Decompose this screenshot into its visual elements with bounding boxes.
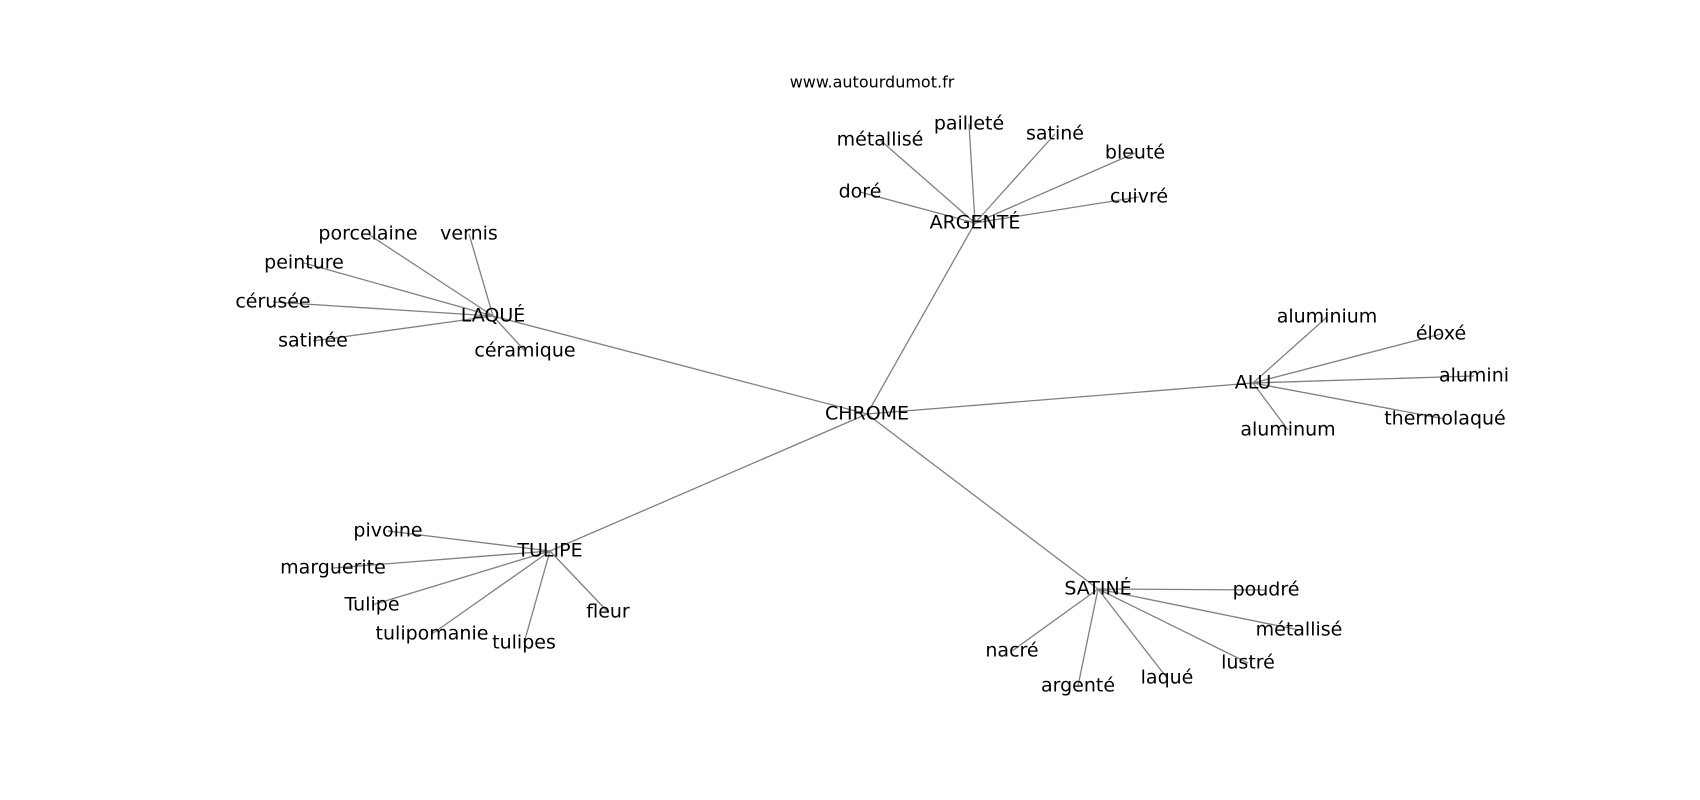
leaf-node-tulipe-1[interactable]: marguerite <box>280 557 386 579</box>
edge-laque-to-leaf-0 <box>367 233 494 317</box>
edge-satine-to-leaf-1 <box>1097 588 1300 631</box>
edge-satine-to-leaf-0 <box>1097 588 1267 591</box>
edge-laque-to-leaf-4 <box>312 315 494 342</box>
edge-center-to-satine <box>866 413 1099 590</box>
leaf-node-argente-5[interactable]: cuivré <box>1110 186 1168 208</box>
hub-node-satine[interactable]: SATINÉ <box>1064 577 1131 600</box>
edge-laque-to-leaf-1 <box>468 233 494 317</box>
leaf-node-tulipe-2[interactable]: Tulipe <box>343 594 399 616</box>
leaf-node-alu-4[interactable]: aluminum <box>1240 419 1335 441</box>
edge-center-to-argente <box>866 222 976 415</box>
source-watermark: www.autourdumot.fr <box>790 73 955 92</box>
hub-node-alu[interactable]: ALU <box>1235 372 1272 394</box>
leaf-node-argente-2[interactable]: satiné <box>1026 123 1084 145</box>
leaf-node-tulipe-0[interactable]: pivoine <box>353 520 422 542</box>
leaf-node-satine-3[interactable]: laqué <box>1141 667 1194 689</box>
edge-satine-to-leaf-3 <box>1097 588 1168 679</box>
edge-center-to-laque <box>492 315 868 415</box>
edge-laque-to-leaf-5 <box>492 315 526 352</box>
edge-tulipe-to-leaf-4 <box>523 550 551 644</box>
hub-node-laque[interactable]: LAQUÉ <box>461 304 526 327</box>
edge-satine-to-leaf-2 <box>1097 588 1249 664</box>
edge-satine-to-leaf-5 <box>1011 588 1099 652</box>
leaf-node-alu-0[interactable]: aluminium <box>1277 306 1378 328</box>
edge-center-to-alu <box>866 382 1254 415</box>
edge-argente-to-leaf-5 <box>974 196 1140 224</box>
leaf-node-satine-0[interactable]: poudré <box>1233 579 1300 601</box>
graph-edges <box>272 123 1475 687</box>
leaf-node-laque-0[interactable]: porcelaine <box>318 223 417 245</box>
edge-alu-to-leaf-3 <box>1252 382 1446 420</box>
leaf-node-argente-1[interactable]: pailleté <box>934 113 1004 135</box>
leaf-node-laque-2[interactable]: peinture <box>264 252 344 274</box>
edge-alu-to-leaf-0 <box>1252 316 1328 384</box>
hub-node-argente[interactable]: ARGENTÉ <box>930 211 1021 234</box>
leaf-node-tulipe-3[interactable]: tulipomanie <box>376 623 489 645</box>
edge-laque-to-leaf-2 <box>303 262 494 317</box>
edge-alu-to-leaf-4 <box>1252 382 1289 431</box>
leaf-node-tulipe-5[interactable]: fleur <box>586 601 630 623</box>
leaf-node-argente-3[interactable]: bleuté <box>1105 142 1165 164</box>
edge-tulipe-to-leaf-5 <box>549 550 609 613</box>
leaf-node-satine-2[interactable]: lustré <box>1221 652 1275 674</box>
hub-node-tulipe[interactable]: TULIPE <box>516 540 582 562</box>
leaf-node-alu-2[interactable]: alumini <box>1439 365 1509 387</box>
leaf-node-alu-3[interactable]: thermolaqué <box>1384 408 1506 430</box>
leaf-node-laque-1[interactable]: vernis <box>440 223 498 245</box>
leaf-node-alu-1[interactable]: éloxé <box>1416 323 1466 345</box>
edge-laque-to-leaf-3 <box>272 301 494 317</box>
leaf-node-argente-0[interactable]: métallisé <box>837 129 924 151</box>
edge-argente-to-leaf-2 <box>974 133 1056 224</box>
graph-labels: www.autourdumot.fr CHROME ARGENTÉ métalli… <box>235 73 1509 697</box>
leaf-node-tulipe-4[interactable]: tulipes <box>492 632 556 654</box>
leaf-node-satine-1[interactable]: métallisé <box>1256 619 1343 641</box>
leaf-node-argente-4[interactable]: doré <box>839 181 882 203</box>
leaf-node-laque-3[interactable]: cérusée <box>235 291 310 313</box>
edge-tulipe-to-leaf-2 <box>371 550 551 606</box>
edge-argente-to-leaf-3 <box>974 152 1136 224</box>
edge-argente-to-leaf-4 <box>859 191 976 224</box>
edge-tulipe-to-leaf-3 <box>431 550 551 635</box>
leaf-node-satine-5[interactable]: nacré <box>985 640 1038 662</box>
edge-alu-to-leaf-2 <box>1252 375 1475 384</box>
leaf-node-laque-5[interactable]: céramique <box>474 340 575 362</box>
edge-argente-to-leaf-0 <box>879 139 976 224</box>
edge-satine-to-leaf-4 <box>1077 588 1099 687</box>
edge-tulipe-to-leaf-1 <box>332 550 551 569</box>
edge-center-to-tulipe <box>549 413 868 552</box>
leaf-node-laque-4[interactable]: satinée <box>278 330 348 352</box>
leaf-node-satine-4[interactable]: argenté <box>1041 675 1115 697</box>
edge-alu-to-leaf-1 <box>1252 333 1442 384</box>
edge-tulipe-to-leaf-0 <box>387 530 551 552</box>
edge-argente-to-leaf-1 <box>968 123 976 224</box>
center-node-label[interactable]: CHROME <box>825 403 909 425</box>
